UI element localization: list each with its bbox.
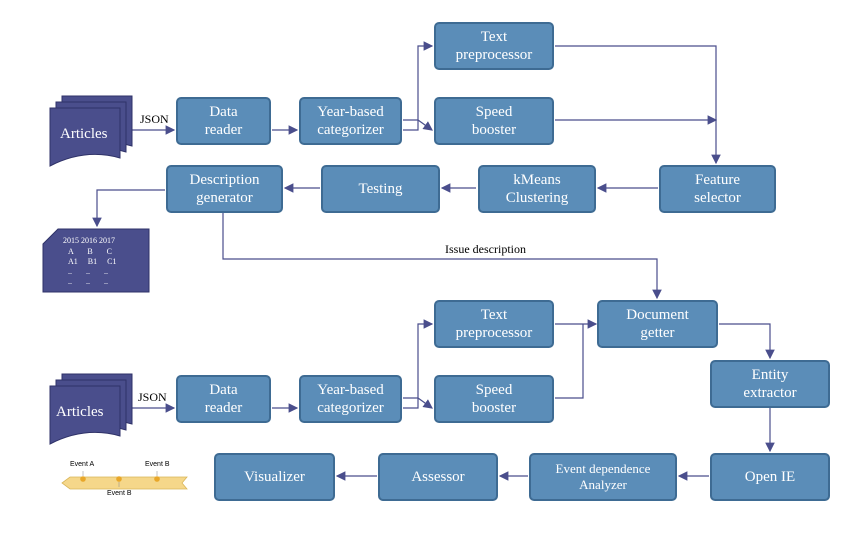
table-row: .. .. .. xyxy=(68,267,108,276)
articles-label-bottom: Articles xyxy=(56,404,104,420)
visualizer-box: Visualizer xyxy=(214,453,335,501)
arrow-speed2-document xyxy=(555,324,584,399)
arrow-categorizer2-speed2 xyxy=(403,397,433,409)
timeline-event-b-top: Event B xyxy=(145,461,170,468)
arrow-description-table xyxy=(92,189,165,228)
arrow-text-feature xyxy=(555,45,721,165)
text-preprocessor-box: Text preprocessor xyxy=(434,22,554,70)
feature-selector-box: Feature selector xyxy=(659,165,776,213)
timeline-dot xyxy=(116,476,122,482)
table-row: .. .. .. xyxy=(68,277,108,286)
timeline-dot xyxy=(154,476,160,482)
table-header: 2015 2016 2017 xyxy=(63,236,115,245)
output-table-icon xyxy=(42,228,150,293)
arrow-description-document xyxy=(222,213,662,300)
articles-label: Articles xyxy=(60,126,108,142)
entity-extractor-box: Entity extractor xyxy=(710,360,830,408)
arrow-document-entity xyxy=(719,323,775,360)
timeline-icon xyxy=(61,471,188,490)
timeline-dot xyxy=(80,476,86,482)
arrow-categorizer2-text2 xyxy=(403,319,434,409)
text-preprocessor-box-bottom: Text preprocessor xyxy=(434,300,554,348)
event-dependence-analyzer-box: Event dependence Analyzer xyxy=(529,453,677,501)
arrow-categorizer-speed xyxy=(403,119,433,131)
table-row: A1 B1 C1 xyxy=(68,257,117,266)
json-label: JSON xyxy=(140,112,169,126)
open-ie-box: Open IE xyxy=(710,453,830,501)
document-getter-box: Document getter xyxy=(597,300,718,348)
speed-booster-box-bottom: Speed booster xyxy=(434,375,554,423)
data-reader-box: Data reader xyxy=(176,97,271,145)
data-reader-box-bottom: Data reader xyxy=(176,375,271,423)
json-label-bottom: JSON xyxy=(138,390,167,404)
testing-box: Testing xyxy=(321,165,440,213)
table-row: A B C xyxy=(68,247,113,256)
speed-booster-box: Speed booster xyxy=(434,97,554,145)
issue-description-label: Issue description xyxy=(445,242,526,256)
articles-document-icon-bottom xyxy=(49,373,133,445)
description-generator-box: Description generator xyxy=(166,165,283,213)
year-based-categorizer-box: Year-based categorizer xyxy=(299,97,402,145)
assessor-box: Assessor xyxy=(378,453,498,501)
articles-document-icon xyxy=(49,95,133,167)
timeline-event-a: Event A xyxy=(70,461,95,468)
arrow-categorizer-text xyxy=(403,41,434,131)
timeline-event-b-bottom: Event B xyxy=(107,490,132,497)
kmeans-clustering-box: kMeans Clustering xyxy=(478,165,596,213)
year-based-categorizer-box-bottom: Year-based categorizer xyxy=(299,375,402,423)
